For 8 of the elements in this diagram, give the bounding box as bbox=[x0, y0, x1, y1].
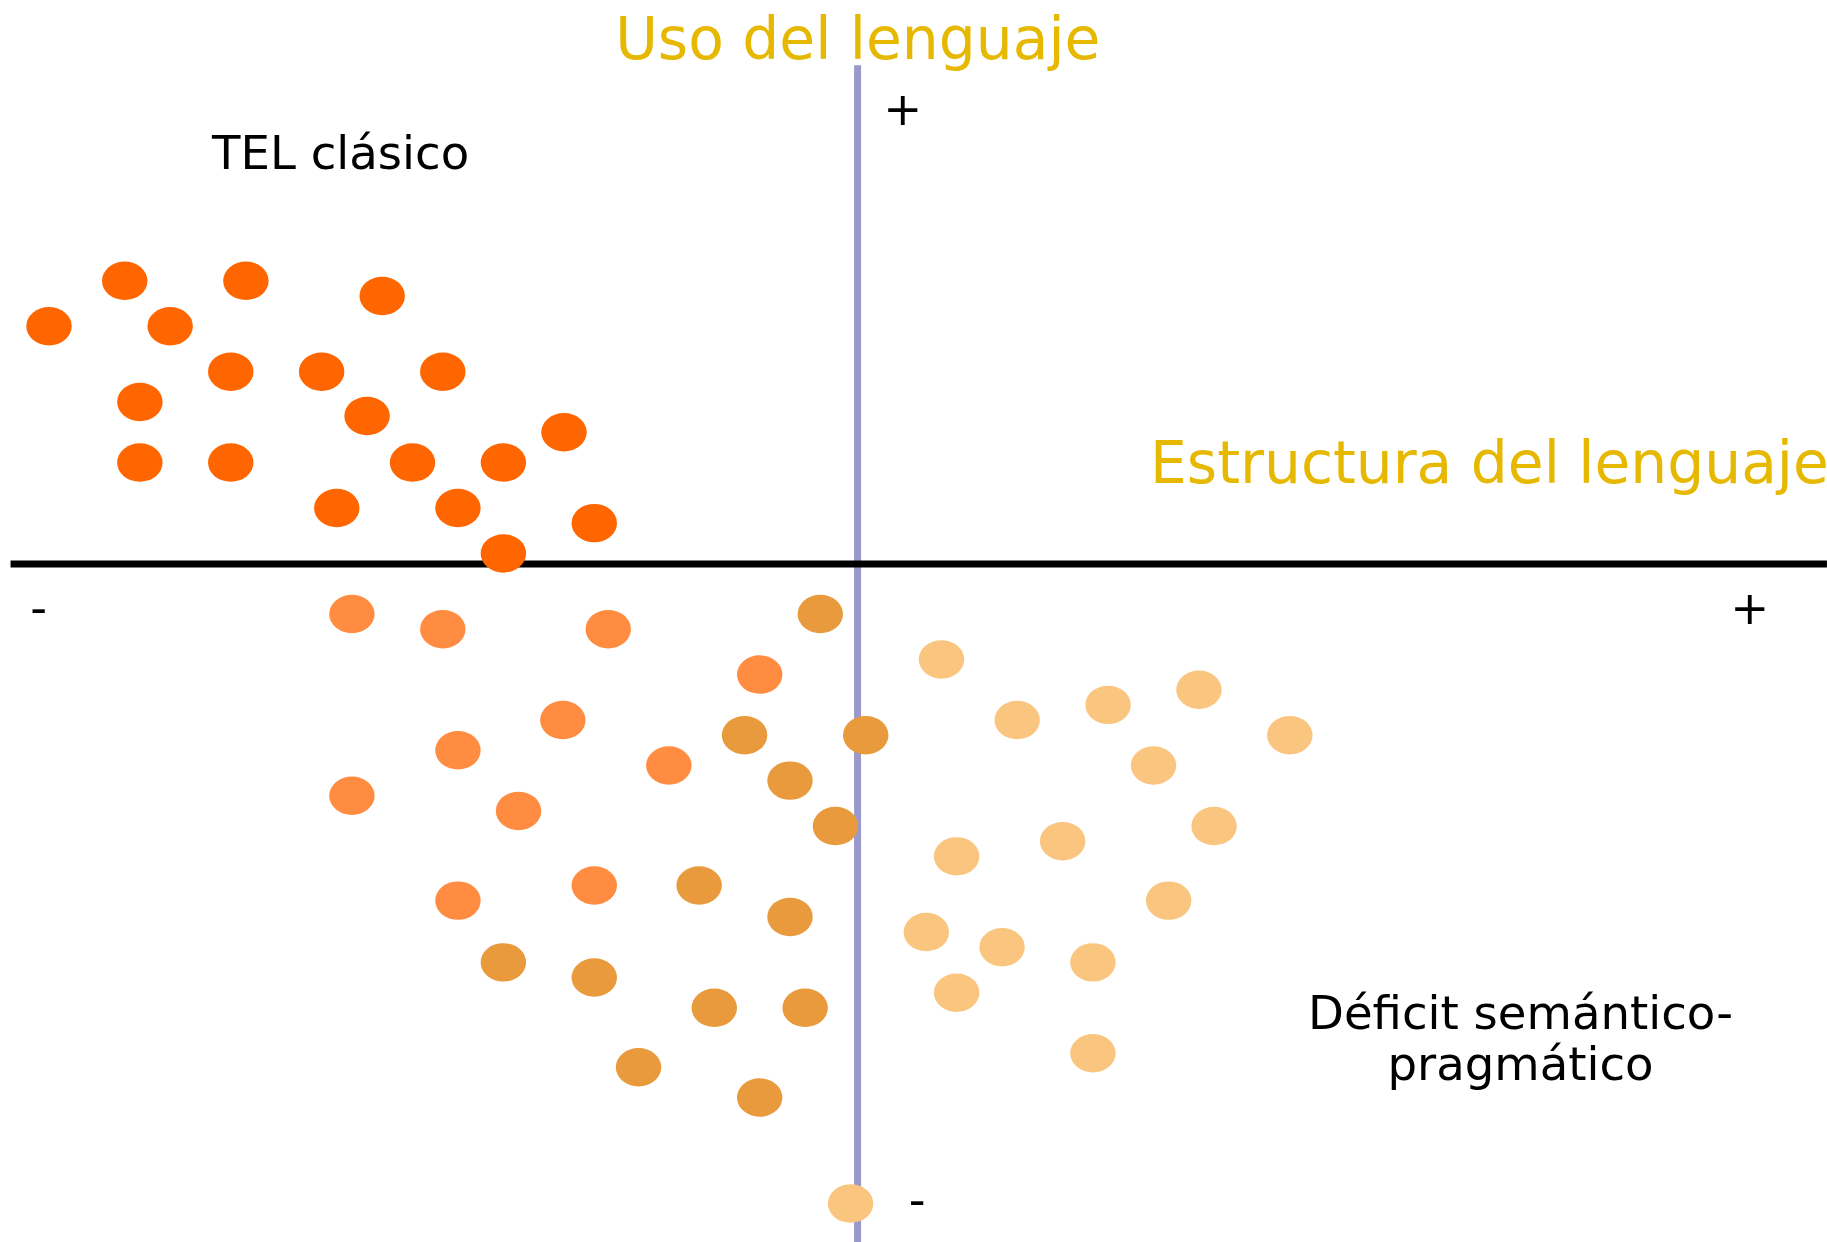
axis-sign: + bbox=[883, 83, 923, 136]
region-label: Déficit semántico-pragmático bbox=[1307, 988, 1735, 1091]
axis-title: Uso del lenguaje bbox=[615, 7, 1101, 72]
axis-sign: - bbox=[908, 1174, 926, 1226]
axis-sign: + bbox=[1730, 582, 1770, 634]
axis-sign: - bbox=[30, 582, 48, 634]
region-label: TEL clásico bbox=[212, 128, 470, 180]
axis-title: Estructura del lenguaje bbox=[1150, 431, 1827, 496]
